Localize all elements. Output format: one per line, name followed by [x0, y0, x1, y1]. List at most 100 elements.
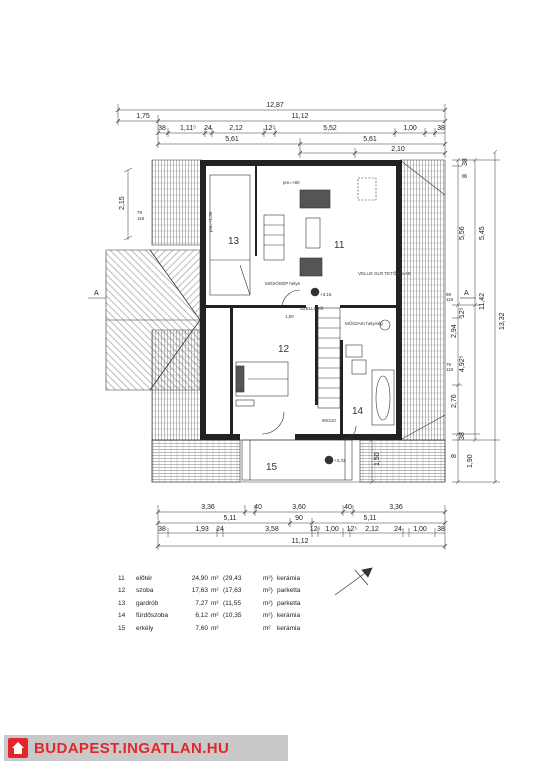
legend-alt-area — [223, 623, 263, 635]
legend-row: 13 gardrób 7,27 m² (11,55 m²) parketta — [118, 598, 348, 610]
dim-bottom-seg: 12⁵ — [310, 526, 321, 533]
right-dimension-lines — [369, 149, 500, 485]
legend-unit: m² — [211, 587, 219, 595]
bottom-dimension-lines — [157, 505, 446, 550]
dim-right-small: 8 — [462, 174, 469, 178]
legend-room-area: 7,60 — [195, 624, 208, 632]
dim-overall-width: 12,87 — [266, 102, 284, 109]
dim-right-pair: 118 — [446, 297, 454, 302]
dim-right-inner-total: 11,42 — [479, 293, 486, 310]
legend-unit-2: m²) — [263, 612, 273, 620]
legend-room-area: 24,90 — [191, 575, 208, 582]
legend-unit: m² — [211, 612, 219, 620]
dim-top-seg: 2,12 — [229, 125, 243, 132]
note-door-width: 1,00 — [285, 314, 294, 319]
legend-room-name: gardrób — [136, 599, 159, 607]
legend-room-no: 15 — [118, 624, 126, 632]
north-arrow-icon — [334, 567, 373, 596]
dim-top-seg: 1,11⁵ — [180, 125, 196, 132]
dim-top-seg: 38 — [158, 125, 166, 132]
legend-row: 14 fürdőszoba 6,12 m² (10,35 m²) kerámia — [118, 610, 348, 622]
dim-right-seg: 5,56 — [459, 226, 466, 240]
dim-bottom-seg: 5,11 — [223, 515, 236, 522]
top-dimension-ticks — [115, 107, 448, 156]
legend-unit: m² — [211, 599, 219, 607]
dim-bottom-seg: 90 — [295, 515, 303, 522]
legend-row: 15 erkély 7,60 m² m² kerámia — [118, 623, 348, 635]
top-dimension-lines — [117, 104, 446, 158]
dim-left-small-2: 118 — [137, 216, 145, 221]
dim-right-seg: 1,90 — [467, 454, 474, 468]
dim-right-pair: 98 — [446, 292, 452, 297]
dim-bottom-seg: 40 — [254, 504, 262, 511]
note-level-hall: +3,15 — [320, 292, 332, 297]
legend-material: kerámia — [277, 624, 301, 632]
dim-left-eave: 1,75 — [136, 113, 150, 120]
room-number-14: 14 — [352, 406, 364, 417]
legend-room-no: 12 — [118, 587, 126, 595]
note-roof-window: VELUX GLR TETŐABLAK — [358, 270, 411, 276]
legend-room-name: előtér — [136, 575, 153, 582]
dim-bottom-seg: 40 — [344, 504, 352, 511]
dim-right-total: 13,32 — [499, 312, 506, 330]
section-mark-right: A — [464, 290, 469, 297]
legend-unit-2: m² — [263, 624, 271, 632]
dim-right-small-2: 38 — [462, 158, 469, 166]
legend-unit-2: m²) — [263, 575, 273, 582]
legend-alt-area: (10,35 — [223, 612, 242, 620]
dim-top-row5: 2,10 — [391, 146, 405, 153]
room-number-11: 11 — [334, 240, 345, 251]
section-mark-left: A — [94, 290, 99, 297]
dim-inner-span: 11,12 — [292, 113, 309, 120]
dim-bottom-seg: 3,36 — [389, 504, 403, 511]
legend-row: 11 előtér 24,90 m² (29,43 m²) kerámia — [118, 573, 348, 585]
legend-room-no: 14 — [118, 612, 126, 620]
dim-bottom-seg: 24 — [216, 526, 224, 533]
legend-material: kerámia — [277, 612, 301, 620]
dim-left-height: 2,15 — [119, 196, 126, 210]
legend-unit-2: m²) — [263, 587, 273, 595]
note-floor-level: pm=+80 — [283, 180, 300, 185]
bottom-dimension-ticks — [155, 509, 448, 549]
dim-bottom-seg: 5,11 — [363, 515, 376, 522]
legend-room-no: 13 — [118, 599, 126, 607]
legend-row: 12 szoba 17,63 m² (17,63 m²) parketta — [118, 585, 348, 597]
dim-top-seg: 24 — [204, 125, 212, 132]
legend-unit-2: m²) — [263, 599, 273, 607]
note-floor-level-2: pm=+1,30 — [208, 211, 213, 232]
dim-right-seg: 12⁵ — [459, 307, 466, 318]
legend-room-no: 11 — [118, 575, 125, 582]
room-number-15: 15 — [266, 462, 278, 473]
dim-bottom-seg: 38 — [437, 526, 445, 533]
dim-top-seg: 5,52 — [323, 125, 337, 132]
dim-top-seg: 12⁵ — [265, 125, 276, 132]
legend-room-name: szoba — [136, 587, 154, 595]
dim-right-pair: 118 — [446, 367, 454, 372]
note-door-size: 90/210 — [322, 418, 336, 423]
room-number-12: 12 — [278, 344, 290, 355]
legend-material: parketta — [277, 599, 301, 607]
watermark-text: BUDAPEST.INGATLAN.HU — [34, 739, 230, 757]
left-dimension-lines — [123, 167, 133, 241]
legend-room-name: erkély — [136, 624, 154, 632]
dim-right-seg: 2,76 — [451, 394, 458, 408]
dim-right-seg: 4,92⁵ — [459, 355, 466, 372]
legend-room-area: 17,63 — [191, 587, 208, 595]
dim-top-seg: 1,00 — [403, 125, 417, 132]
room-number-13: 13 — [228, 236, 240, 247]
legend-room-name: fürdőszoba — [136, 612, 169, 620]
legend-alt-area: (11,55 — [223, 599, 241, 607]
legend-room-area: 6,12 — [195, 612, 208, 620]
note-washing-machine: MOSÓGÉP helye — [265, 280, 301, 286]
dim-bottom-seg: 2,12 — [365, 526, 379, 533]
dim-right-upper: 5,45 — [479, 226, 486, 240]
legend-room-area: 7,27 — [195, 599, 208, 607]
dim-bottom-seg: 3,58 — [265, 526, 279, 533]
note-vent: SZELLŐZŐ — [300, 305, 324, 311]
dim-bottom-overall: 11,12 — [292, 538, 309, 545]
dim-bottom-seg: 1,93 — [195, 526, 209, 533]
dim-bottom-seg: 1,00 — [325, 526, 339, 533]
roof-planes — [105, 159, 446, 483]
walls — [200, 160, 402, 440]
